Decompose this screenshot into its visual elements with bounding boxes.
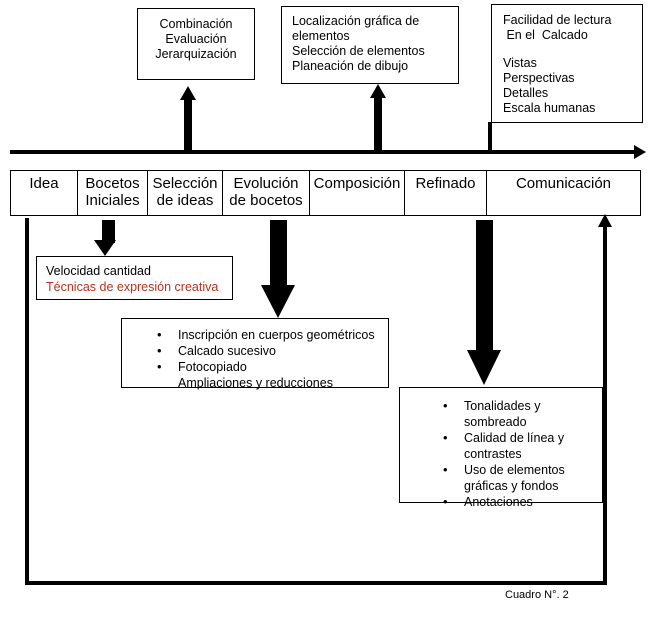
detail-box-inscripcion: Inscripción en cuerpos geométricos Calca… <box>121 318 389 391</box>
feedback-loop-arrow-head-icon <box>598 214 612 227</box>
note-spacer <box>503 43 642 56</box>
list-item: Calcado sucesivo <box>157 343 388 359</box>
down-arrow-stem-1 <box>102 220 115 243</box>
note-box-combinacion: Combinación Evaluación Jerarquización <box>137 8 255 80</box>
connector-line-3 <box>488 122 492 153</box>
phase-cell-evolucion-de-bocetos[interactable]: Evolución de bocetos <box>223 171 310 215</box>
phase-bar: Idea Bocetos Iniciales Selección de idea… <box>10 170 641 216</box>
up-arrow-head-icon-2 <box>370 84 386 98</box>
list-item: Inscripción en cuerpos geométricos <box>157 327 388 343</box>
up-arrow-head-icon-1 <box>180 86 196 100</box>
note-box-facilidad: Facilidad de lectura En el Calcado Vista… <box>491 4 643 123</box>
note-line: Evaluación <box>165 32 227 46</box>
down-arrow-stem-2 <box>270 220 287 288</box>
note-line: Combinación <box>159 17 233 31</box>
up-arrow-stem-1 <box>184 98 192 152</box>
down-arrow-head-icon-1 <box>94 240 116 256</box>
up-arrow-stem-2 <box>374 97 382 152</box>
list-item: Uso de elementos gráficas y fondos <box>443 462 602 494</box>
note-line: Jerarquización <box>155 47 237 61</box>
note-line: Detalles <box>503 86 549 100</box>
phase-cell-bocetos-iniciales[interactable]: Bocetos Iniciales <box>78 171 148 215</box>
note-line: elementos <box>292 29 350 43</box>
detail-line-highlight: Técnicas de expresión creativa <box>46 280 219 294</box>
down-arrow-head-icon-3 <box>467 350 501 385</box>
feedback-loop-left-segment <box>25 218 29 585</box>
note-line: Vistas <box>503 56 537 70</box>
down-arrow-stem-3 <box>476 220 493 353</box>
note-line: Facilidad de lectura <box>503 13 612 27</box>
note-line: Escala humanas <box>503 101 596 115</box>
detail-box-tonalidades: Tonalidades y sombreado Calidad de línea… <box>399 387 603 510</box>
phase-cell-seleccion-de-ideas[interactable]: Selección de ideas <box>148 171 223 215</box>
feedback-loop-bottom-segment <box>25 581 607 585</box>
list-item: Calidad de línea y contrastes <box>443 430 602 462</box>
note-line: Planeación de dibujo <box>292 59 409 73</box>
note-box-localizacion: Localización gráfica de elementos Selecc… <box>281 6 459 84</box>
note-line: Selección de elementos <box>292 44 425 58</box>
detail-box-velocidad: Velocidad cantidad Técnicas de expresión… <box>36 256 233 300</box>
diagram-caption: Cuadro N°. 2 <box>505 589 569 601</box>
phase-cell-comunicacion[interactable]: Comunicación <box>515 175 612 192</box>
phase-cell-idea[interactable]: Idea <box>11 171 78 215</box>
bullet-list: Tonalidades y sombreado Calidad de línea… <box>400 398 602 510</box>
list-item: Tonalidades y sombreado <box>443 398 602 430</box>
detail-line-plain: Velocidad cantidad <box>46 264 151 278</box>
phase-cell-refinado[interactable]: Refinado <box>405 171 487 215</box>
phase-cell-composicion[interactable]: Composición <box>310 171 405 215</box>
note-line: En el Calcado <box>503 28 588 42</box>
timeline-axis <box>10 150 638 154</box>
note-line: Perspectivas <box>503 71 575 85</box>
list-item: Fotocopiado <box>157 359 388 375</box>
note-line: Localización gráfica de <box>292 14 420 28</box>
bullet-list: Inscripción en cuerpos geométricos Calca… <box>122 327 388 391</box>
list-item: Anotaciones <box>443 494 602 510</box>
timeline-arrow-head-icon <box>634 145 646 159</box>
down-arrow-head-icon-2 <box>261 285 295 318</box>
feedback-loop-right-segment <box>603 226 607 585</box>
list-item: Ampliaciones y reducciones <box>178 376 333 390</box>
